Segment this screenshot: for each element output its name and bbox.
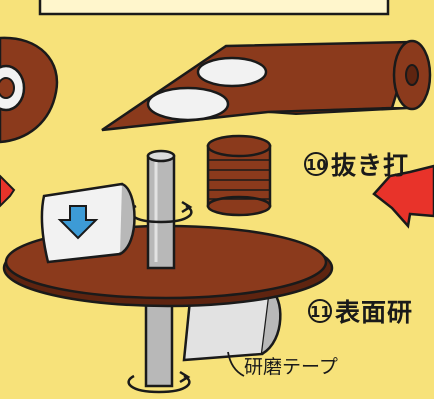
rotation-arrow-icon bbox=[181, 200, 193, 214]
film-sheet bbox=[101, 39, 432, 132]
blue-down-arrow-icon bbox=[57, 205, 99, 240]
rotation-arrow-icon bbox=[127, 374, 191, 394]
punched-hole bbox=[146, 86, 230, 122]
red-arrow-icon bbox=[372, 164, 434, 229]
step-10-number: 10 bbox=[304, 152, 328, 176]
step-10-text: 抜き打 bbox=[331, 151, 410, 180]
disk-stack bbox=[206, 134, 272, 217]
polishing-tape-label: 研磨テープ bbox=[244, 356, 338, 378]
left-disk bbox=[0, 36, 59, 144]
top-frame bbox=[38, 0, 390, 16]
step-11-number: 11 bbox=[308, 299, 332, 323]
tape-leader-line bbox=[227, 351, 245, 377]
top-polish-pad bbox=[40, 182, 136, 264]
step-11-text: 表面研 bbox=[335, 298, 414, 327]
rotation-arrow-icon bbox=[179, 370, 191, 384]
punched-hole bbox=[196, 56, 268, 88]
spindle-upper bbox=[146, 149, 176, 270]
red-arrow-icon bbox=[0, 174, 16, 208]
